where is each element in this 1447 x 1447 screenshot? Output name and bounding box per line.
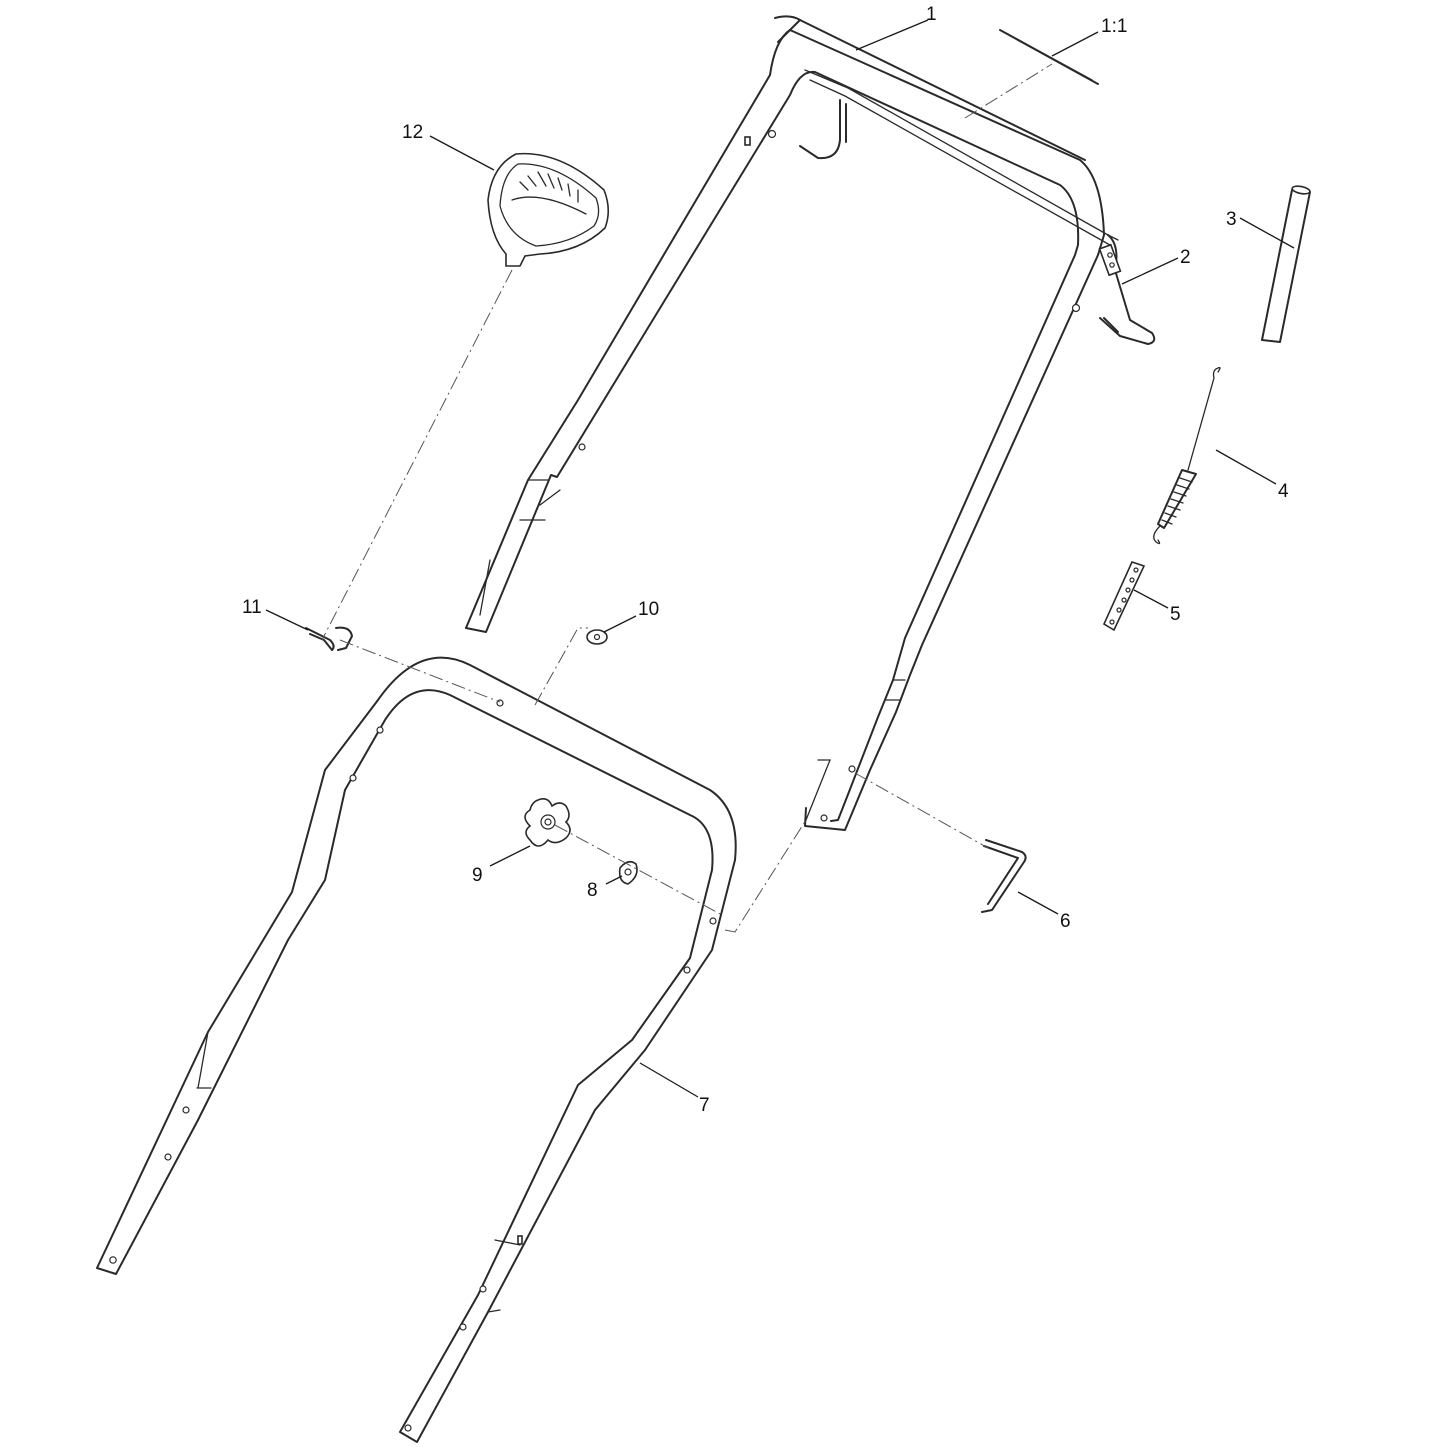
assembly-centerlines (321, 63, 1053, 933)
upper-handle-part-1 (465, 15, 1119, 831)
callout-12: 12 (402, 122, 423, 143)
grip-handle-part-12 (487, 152, 610, 267)
callout-4: 4 (1278, 481, 1289, 502)
washer-part-10 (586, 629, 608, 645)
callout-1: 1 (926, 4, 937, 25)
bracket-part-6 (981, 839, 1027, 913)
lower-handle-part-7 (96, 656, 737, 1443)
callout-1-1: 1:1 (1101, 16, 1127, 37)
extension-spring-part-4 (1153, 366, 1221, 545)
clip-part-11 (305, 626, 353, 651)
callout-11: 11 (242, 597, 262, 618)
callout-5: 5 (1170, 604, 1181, 625)
callouts: 1 1:1 2 3 4 5 6 7 8 9 10 11 12 (242, 4, 1289, 1116)
grip-tube-part-3 (1261, 185, 1311, 343)
control-bail-part-2 (1098, 234, 1156, 345)
callout-2: 2 (1180, 247, 1191, 268)
callout-8: 8 (587, 880, 598, 901)
callout-10: 10 (638, 599, 659, 620)
section-marker (999, 29, 1099, 85)
callout-9: 9 (472, 865, 483, 886)
cup-washer-part-8 (618, 860, 638, 885)
callout-3: 3 (1226, 209, 1237, 230)
adjustment-plate-part-5 (1102, 561, 1146, 632)
callout-7: 7 (699, 1095, 710, 1116)
callout-6: 6 (1060, 911, 1071, 932)
handle-knob-part-9 (524, 798, 571, 847)
leader-lines (265, 19, 1295, 1098)
